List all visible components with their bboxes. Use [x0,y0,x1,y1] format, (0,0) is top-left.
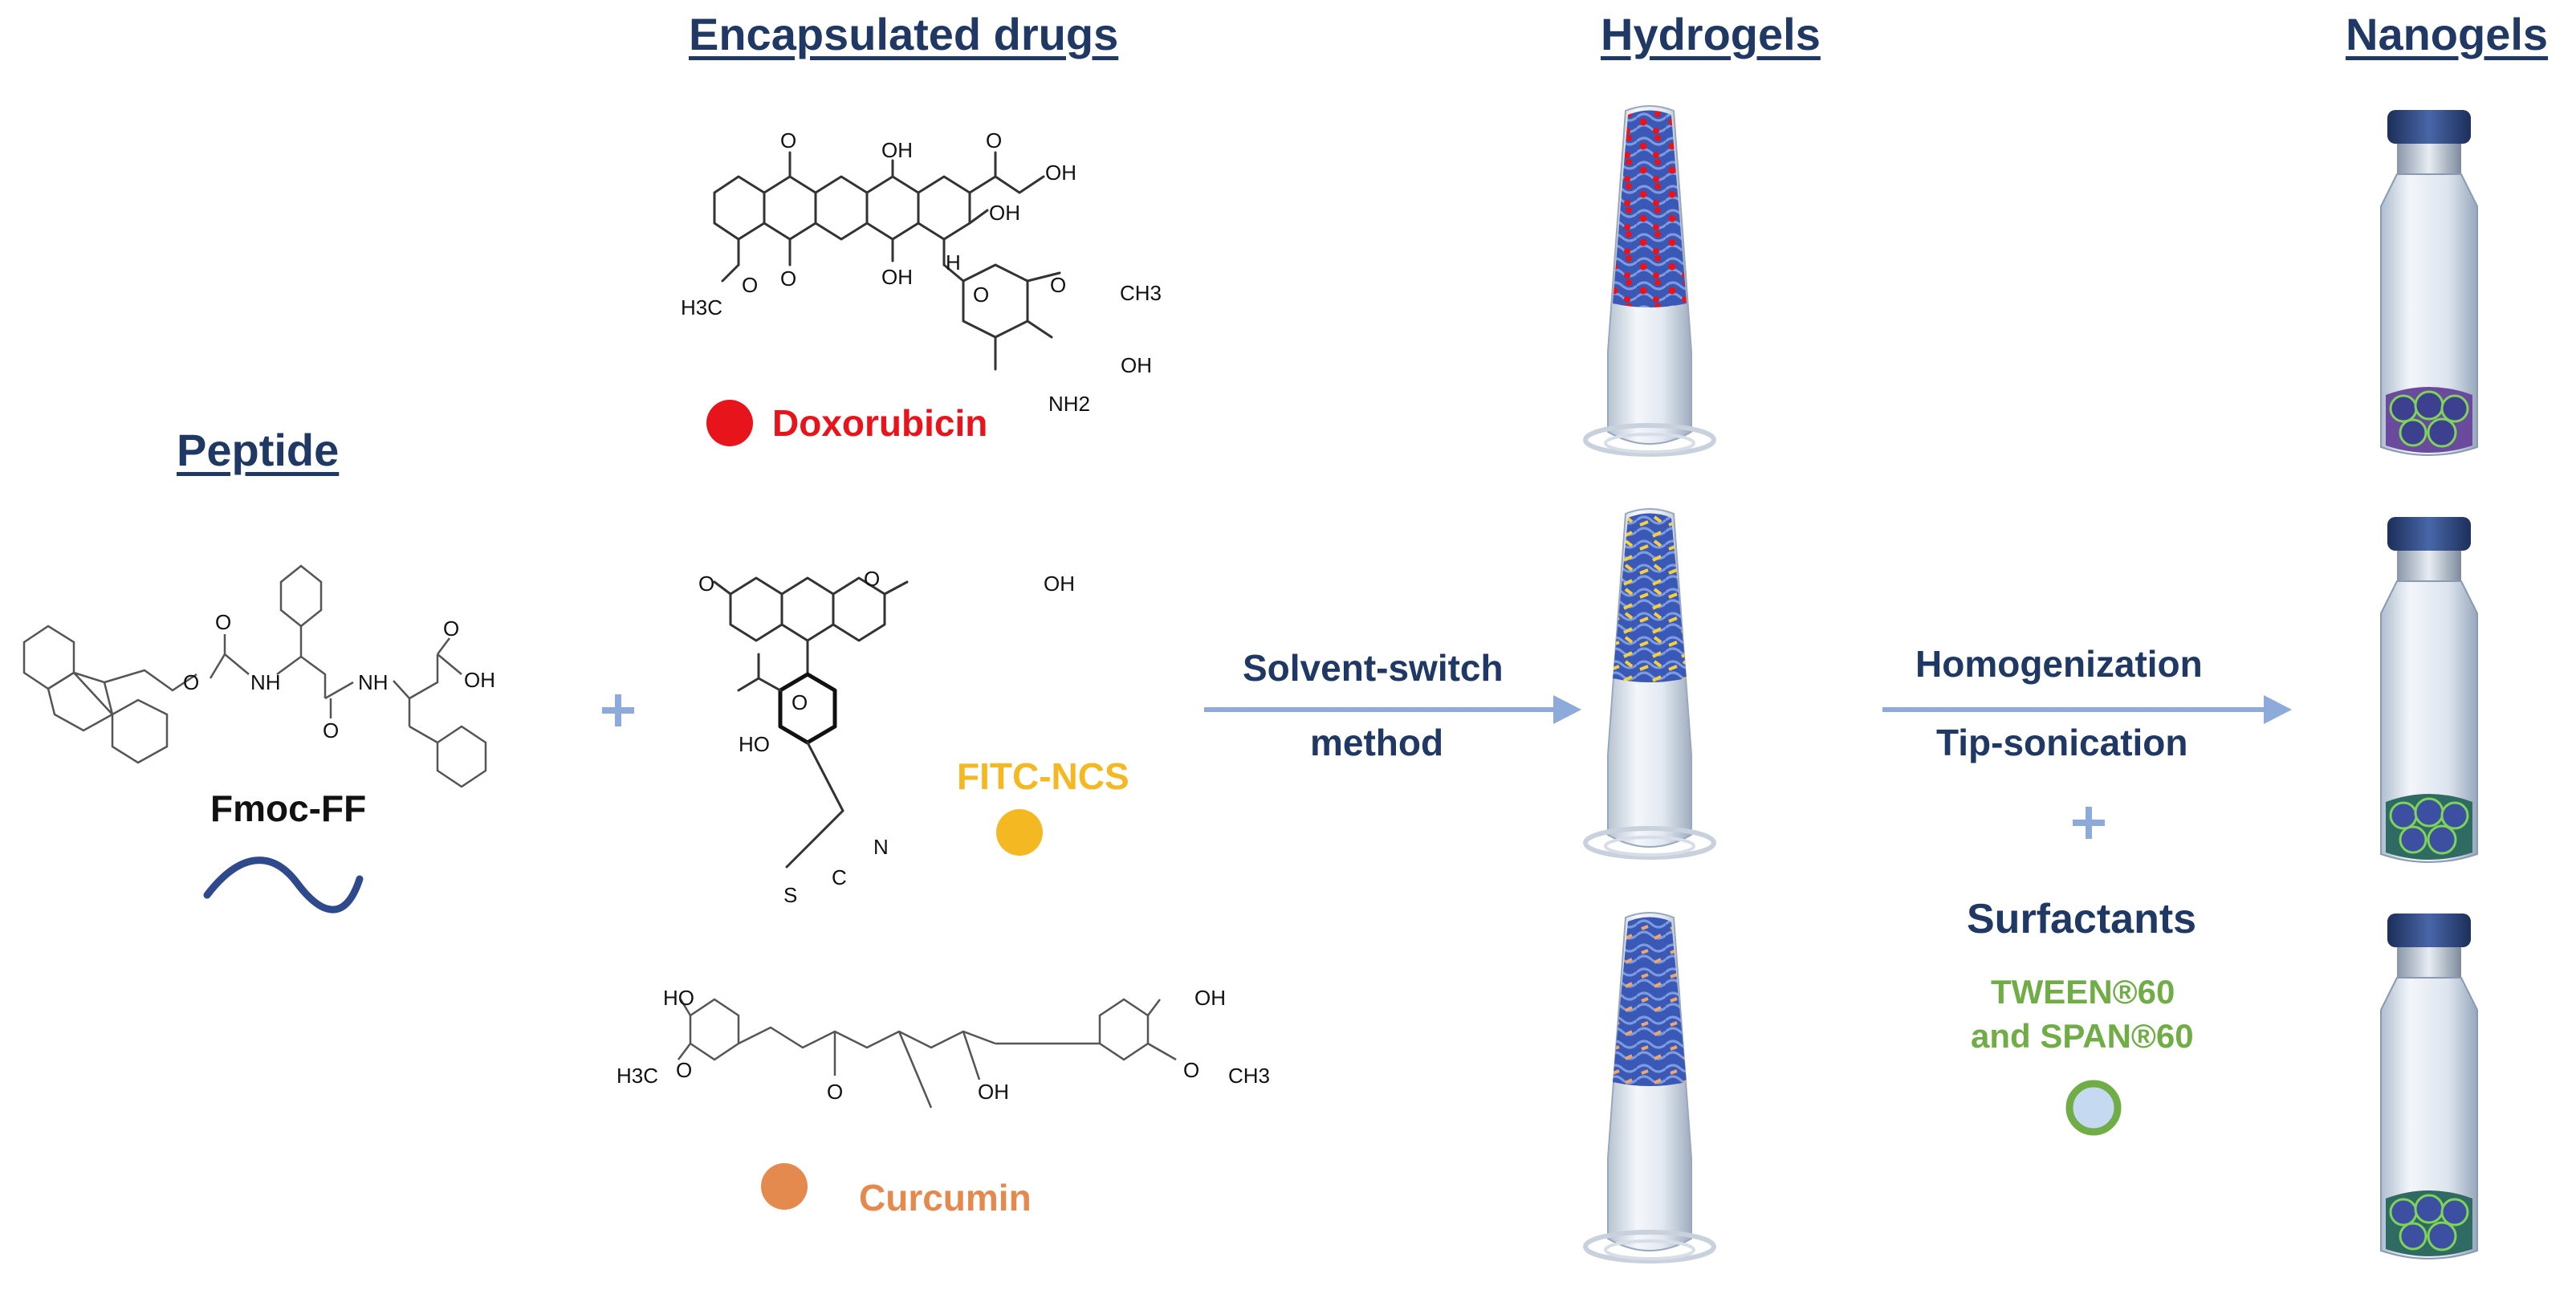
atom-label: OH [464,668,495,692]
homogenization-arrow [1882,695,2292,724]
nanogel-vial-3 [2380,914,2478,1259]
atom-label: N [873,835,889,859]
atom-label: OH [1121,353,1152,377]
fitc-structure [713,576,909,869]
peptide-wave-symbol [203,857,364,914]
curcumin-label: Curcumin [859,1177,1032,1219]
hydrogel-tube-fitc [1583,508,1716,860]
atom-label: O [827,1080,844,1104]
atom-label: O [742,273,759,297]
fitc-ncs-label: FITC-NCS [957,755,1129,797]
atom-label: OH [881,265,913,289]
homogenization-label: Homogenization [1915,643,2203,685]
plus-icon [602,694,634,726]
curcumin-structure [678,998,1177,1109]
atom-label: S [783,883,798,907]
atom-label: O [183,670,200,694]
hydrogel-tube-curcumin [1583,912,1716,1263]
atom-label: NH2 [1048,392,1091,416]
nanogels-header: Nanogels [2346,9,2549,59]
atom-label: O [973,283,990,307]
method-label: method [1310,722,1444,763]
atom-label: O [215,610,232,634]
atom-label: H3C [617,1064,659,1088]
solvent-switch-arrow [1204,695,1581,724]
atom-label: OH [978,1080,1009,1104]
nanogel-vial-2 [2380,517,2478,863]
fitc-marker [996,809,1043,856]
doxorubicin-label: Doxorubicin [772,402,988,444]
plus-icon-surfactants [2073,807,2105,839]
doxorubicin-structure [713,151,1061,371]
atom-label: O [698,572,715,596]
atom-label: H3C [681,295,723,319]
surfactants-label: Surfactants [1967,896,2197,942]
hydrogels-header: Hydrogels [1601,9,1821,59]
atom-label: O [780,267,797,291]
atom-label: HO [739,732,770,756]
atom-label: OH [1044,572,1075,596]
fmoc-ff-label: Fmoc-FF [210,787,367,829]
atom-label: O [780,128,797,153]
atom-label: O [986,128,1003,153]
span-label: and SPAN®60 [1971,1017,2194,1055]
atom-label: OH [1194,986,1226,1010]
nanogel-vial-1 [2380,110,2478,456]
atom-label: CH3 [1228,1064,1271,1088]
atom-label: OH [1045,161,1076,185]
encapsulated-drugs-header: Encapsulated drugs [689,9,1119,59]
atom-label: NH [250,670,281,694]
atom-label: HO [663,986,694,1010]
atom-label: OH [881,138,913,162]
atom-label: O [676,1058,693,1082]
atom-label: NH [358,670,389,694]
atom-label: H [946,250,961,275]
atom-label: O [1183,1058,1200,1082]
surfactant-marker [2065,1080,2122,1136]
tween-label: TWEEN®60 [1991,973,2175,1011]
tip-sonication-label: Tip-sonication [1936,722,2188,763]
curcumin-marker [761,1163,808,1210]
atom-label: O [443,616,460,641]
atom-label: CH3 [1120,281,1162,305]
doxorubicin-marker [706,400,753,446]
atom-label: O [864,567,881,591]
atom-label: O [1050,273,1067,297]
atom-label: O [323,718,340,743]
solvent-switch-label: Solvent-switch [1243,647,1504,689]
fmoc-ff-structure [22,564,487,788]
atom-label: C [832,865,847,889]
peptide-header: Peptide [177,425,340,475]
atom-label: OH [989,201,1020,225]
atom-label: O [792,690,808,714]
hydrogel-tube-doxorubicin [1583,105,1716,457]
